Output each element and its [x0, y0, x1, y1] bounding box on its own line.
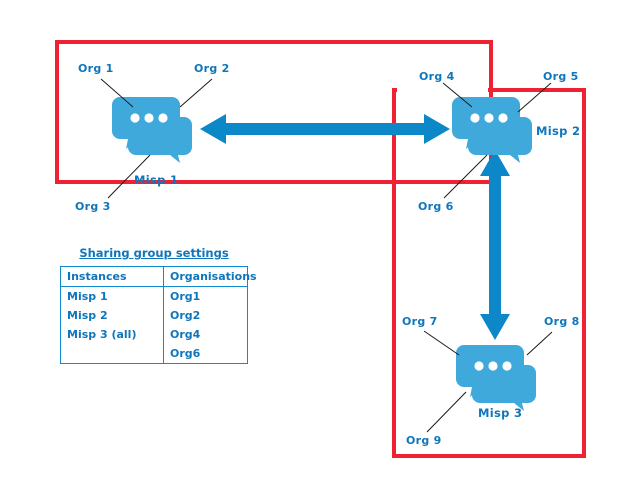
node-label-misp3: Misp 3 [478, 406, 523, 420]
org-label-org8: Org 8 [544, 315, 580, 328]
cell-instance: Misp 1 [60, 286, 164, 306]
org-label-org3: Org 3 [75, 200, 111, 213]
table-row: Misp 1 Org1 [60, 286, 248, 306]
org-label-org2: Org 2 [194, 62, 230, 75]
connection-arrow-misp1-misp2 [200, 112, 450, 146]
cell-instance: Misp 2 [60, 306, 164, 325]
node-label-misp1: Misp 1 [134, 173, 179, 187]
sharing-group-box-right [392, 88, 586, 458]
org-label-org7: Org 7 [402, 315, 438, 328]
table-row: Misp 3 (all) Org4 [60, 325, 248, 344]
cell-organisation: Org4 [163, 325, 248, 344]
org-label-org5: Org 5 [543, 70, 579, 83]
settings-table: Instances Organisations Misp 1 Org1 Misp… [60, 266, 257, 364]
chat-bubbles-icon [456, 345, 536, 411]
chat-bubbles-icon [112, 97, 192, 163]
sharing-group-settings: Sharing group settings Instances Organis… [60, 246, 257, 364]
cell-organisation: Org1 [163, 286, 248, 306]
table-row: Org6 [60, 344, 248, 364]
settings-title: Sharing group settings [79, 246, 229, 260]
cell-instance: Misp 3 (all) [60, 325, 164, 344]
column-header-instances: Instances [60, 266, 164, 287]
table-header-row: Instances Organisations [60, 266, 257, 287]
cell-organisation: Org6 [163, 344, 248, 364]
cell-instance [60, 344, 164, 364]
chat-bubbles-icon [452, 97, 532, 163]
connection-arrow-misp2-misp3 [478, 150, 512, 340]
column-header-organisations: Organisations [163, 266, 257, 287]
org-label-org6: Org 6 [418, 200, 454, 213]
table-row: Misp 2 Org2 [60, 306, 248, 325]
node-label-misp2: Misp 2 [536, 124, 581, 138]
org-label-org1: Org 1 [78, 62, 114, 75]
org-label-org4: Org 4 [419, 70, 455, 83]
org-label-org9: Org 9 [406, 434, 442, 447]
cell-organisation: Org2 [163, 306, 248, 325]
